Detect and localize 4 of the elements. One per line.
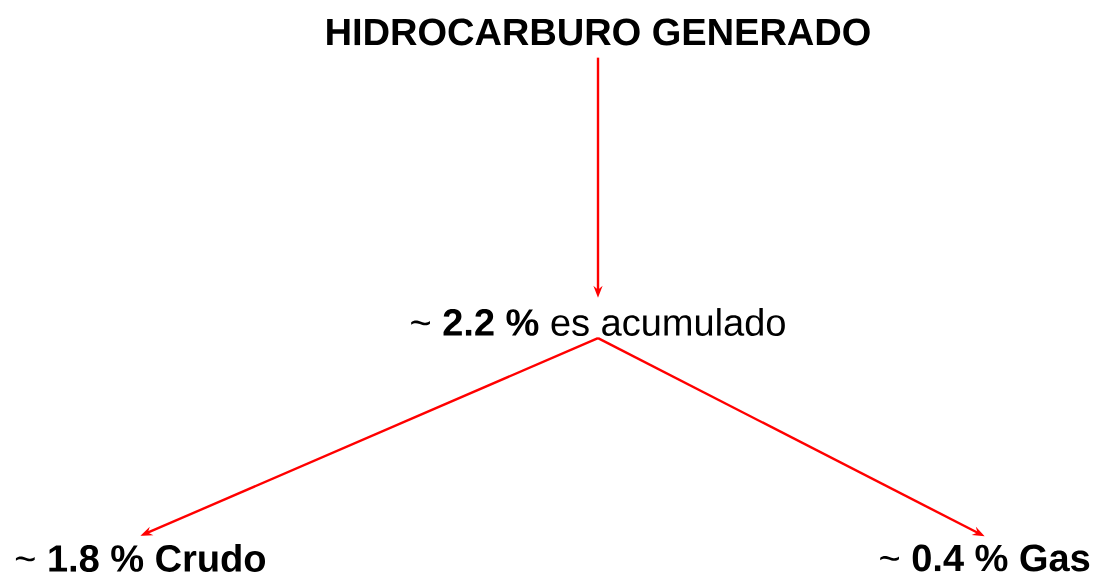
node-text: ~ 2.2 % es acumulado — [411, 308, 785, 336]
node-text: ~ 1.8 % Crudo — [15, 544, 265, 572]
title-text: HIDROCARBURO GENERADO — [327, 18, 870, 46]
node-text: ~ 0.4 % Gas — [880, 544, 1090, 572]
